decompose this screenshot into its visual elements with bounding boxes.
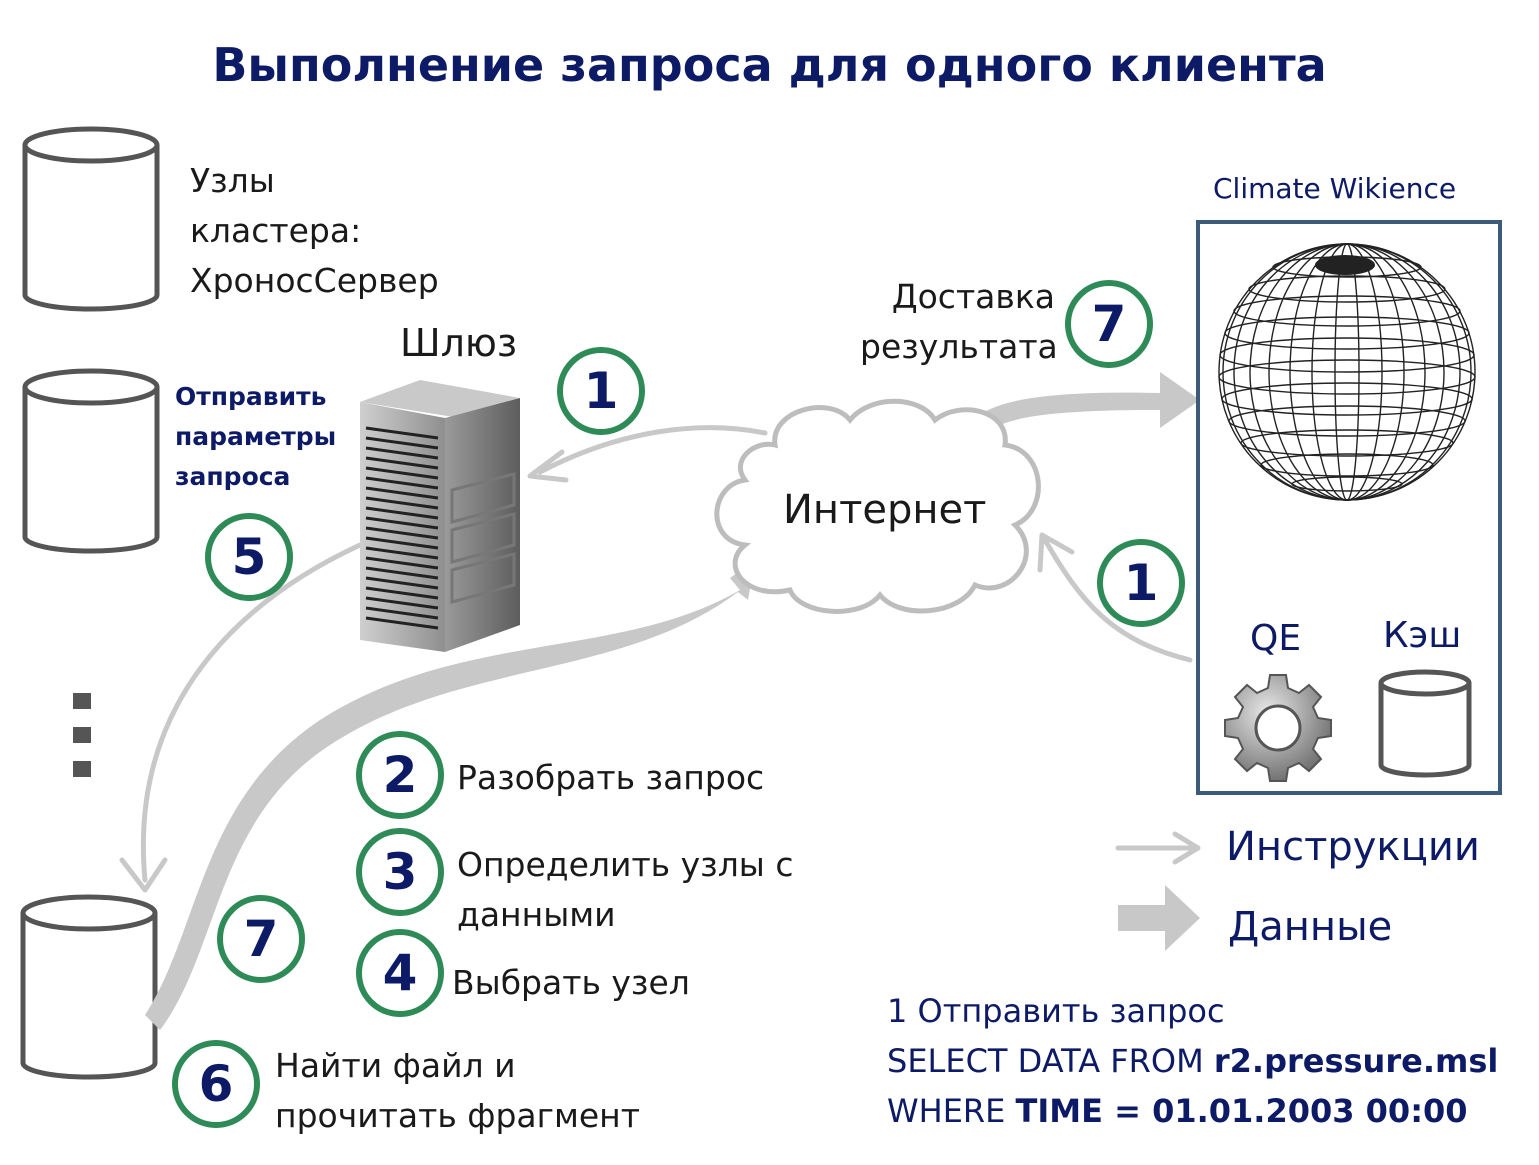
gateway-label: Шлюз — [400, 321, 518, 365]
internet-cloud — [714, 398, 1041, 614]
climate-wikience-label: Climate Wikience — [1213, 172, 1457, 205]
query-line-3: WHERE TIME = 01.01.2003 00:00 — [887, 1086, 1498, 1136]
page-title: Выполнение запроса для одного клиента — [212, 38, 1327, 92]
cluster-node-cylinder-3 — [20, 894, 158, 1080]
step-4-text: Выбрать узел — [452, 963, 690, 1002]
send-params-label: Отправить параметры запроса — [175, 377, 336, 497]
qe-label: QE — [1250, 618, 1302, 659]
send-params-line: запроса — [175, 462, 291, 491]
send-params-line: параметры — [175, 422, 337, 451]
step-6-text: Найти файл и прочитать фрагмент — [275, 1041, 640, 1141]
step-badge-4: 4 — [356, 929, 444, 1017]
internet-label: Интернет — [783, 487, 987, 533]
step-badge-1-gateway: 1 — [557, 347, 645, 435]
step-badge-2: 2 — [356, 731, 444, 819]
data-arrow-node-to-internet — [145, 560, 755, 1030]
globe-icon — [1218, 243, 1476, 501]
data-arrow-internet-to-climate — [965, 372, 1200, 440]
legend-data-label: Данные — [1228, 904, 1393, 950]
step-badge-7-node: 7 — [217, 895, 305, 983]
gear-icon — [1224, 674, 1332, 782]
delivery-label: Доставка результата — [860, 272, 1058, 372]
send-params-line: Отправить — [175, 382, 327, 411]
cache-label: Кэш — [1383, 615, 1462, 656]
arrow-gateway-to-node — [140, 542, 363, 883]
step-badge-3: 3 — [356, 828, 444, 916]
cluster-nodes-label: Узлы кластера: ХроносСервер — [190, 156, 439, 306]
query-line-1: 1 Отправить запрос — [887, 992, 1225, 1030]
step-3-text: Определить узлы с данными — [457, 840, 793, 940]
delivery-label-line: Доставка — [891, 277, 1055, 316]
cluster-nodes-label-line: ХроносСервер — [190, 261, 439, 300]
step-badge-7-delivery: 7 — [1065, 280, 1153, 368]
query-condition: TIME = 01.01.2003 00:00 — [1015, 1092, 1468, 1130]
step-3-text-line: данными — [457, 895, 616, 934]
query-where-keyword: WHERE — [887, 1092, 1016, 1130]
more-nodes-ellipsis — [73, 693, 91, 777]
legend-data-arrow — [1118, 885, 1200, 951]
step-badge-1-climate: 1 — [1097, 539, 1185, 627]
cluster-node-cylinder-1 — [22, 126, 160, 312]
step-badge-5: 5 — [205, 513, 293, 601]
step-badge-6: 6 — [172, 1040, 260, 1128]
delivery-label-line: результата — [860, 327, 1058, 366]
query-dataset: r2.pressure.msl — [1213, 1042, 1499, 1080]
query-line-2: SELECT DATA FROM r2.pressure.msl — [887, 1036, 1498, 1086]
cluster-node-cylinder-2 — [22, 368, 160, 554]
query-block: 1 Отправить запрос SELECT DATA FROM r2.p… — [887, 986, 1498, 1136]
arrow-climate-to-internet — [1042, 537, 1193, 663]
cluster-nodes-label-line: Узлы — [190, 161, 275, 200]
step-3-text-line: Определить узлы с — [457, 845, 794, 884]
arrow-internet-to-gateway — [537, 425, 768, 475]
legend-instructions-label: Инструкции — [1226, 824, 1480, 870]
step-6-text-line: Найти файл и — [275, 1046, 516, 1085]
cluster-nodes-label-line: кластера: — [190, 211, 362, 250]
gateway-server-icon — [360, 380, 520, 652]
query-select-keyword: SELECT DATA FROM — [887, 1042, 1214, 1080]
cache-cylinder — [1378, 669, 1472, 778]
step-6-text-line: прочитать фрагмент — [275, 1096, 640, 1135]
step-2-text: Разобрать запрос — [457, 758, 765, 797]
